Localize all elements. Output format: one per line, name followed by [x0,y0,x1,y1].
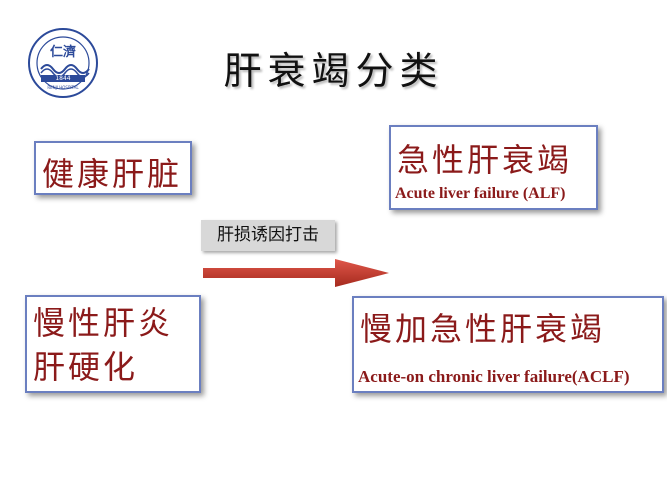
logo-year: 1844 [55,75,71,82]
trigger-label: 肝损诱因打击 [201,220,335,251]
logo-emblem-icon [28,28,98,98]
healthy-liver-box: 健康肝脏 [34,141,192,195]
hospital-logo: 仁濟 1844 RENJI HOSPITAL [27,27,99,99]
aclf-box: 慢加急性肝衰竭 Acute-on chronic liver failure(A… [352,296,664,393]
chronic-hepatitis-label: 慢性肝炎 [33,304,174,342]
alf-label-cn: 急性肝衰竭 [397,141,573,179]
page-title: 肝衰竭分类 [223,49,444,93]
alf-label-en: Acute liver failure (ALF) [395,185,566,202]
aclf-label-cn: 慢加急性肝衰竭 [360,310,606,348]
chronic-hepatitis-box: 慢性肝炎 肝硬化 [25,295,201,393]
alf-box: 急性肝衰竭 Acute liver failure (ALF) [389,125,598,210]
right-arrow-icon [203,259,389,287]
logo-ring-text: RENJI HOSPITAL [47,85,79,90]
aclf-label-en: Acute-on chronic liver failure(ACLF) [358,367,630,386]
logo-top-text: 仁濟 [49,45,76,60]
cirrhosis-label: 肝硬化 [33,348,139,386]
healthy-liver-label: 健康肝脏 [42,155,183,193]
